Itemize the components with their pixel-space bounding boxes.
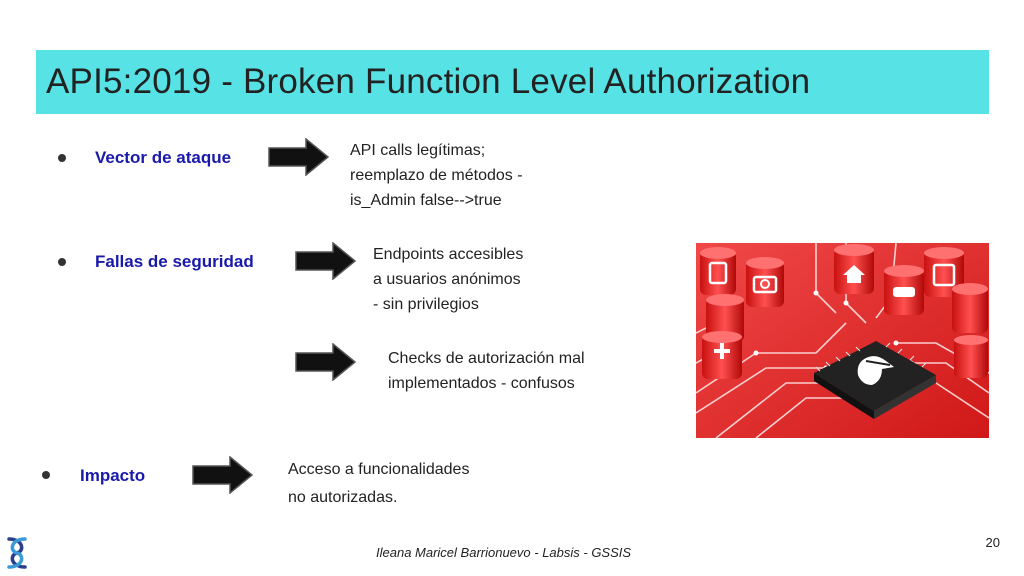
text-impacto: Acceso a funcionalidades no autorizadas. xyxy=(288,461,470,506)
text-fallas-de-seguridad: Endpoints accesibles a usuarios anónimos… xyxy=(373,246,524,313)
labsis-logo-icon xyxy=(7,537,27,569)
text-checks-autorizacion: Checks de autorización mal implementados… xyxy=(388,350,585,392)
text-vector-de-ataque: API calls legítimas; reemplazo de método… xyxy=(350,142,523,209)
label-impacto: Impacto xyxy=(80,466,146,485)
bullet-icon xyxy=(58,154,66,162)
right-arrow-icon xyxy=(295,242,357,280)
page-number: 20 xyxy=(985,535,1000,550)
footer-author: Ileana Maricel Barrionuevo - Labsis - GS… xyxy=(376,545,632,560)
label-fallas-de-seguridad: Fallas de seguridad xyxy=(95,252,254,271)
right-arrow-icon xyxy=(192,456,254,494)
bullet-icon xyxy=(58,258,66,266)
circuit-board-hacker-icon xyxy=(696,243,989,438)
title-bar: API5:2019 - Broken Function Level Author… xyxy=(36,50,989,114)
slide-title: API5:2019 - Broken Function Level Author… xyxy=(46,62,811,101)
right-arrow-icon xyxy=(295,343,357,381)
bullet-icon xyxy=(42,471,50,479)
right-arrow-icon xyxy=(268,138,330,176)
label-vector-de-ataque: Vector de ataque xyxy=(95,148,232,167)
